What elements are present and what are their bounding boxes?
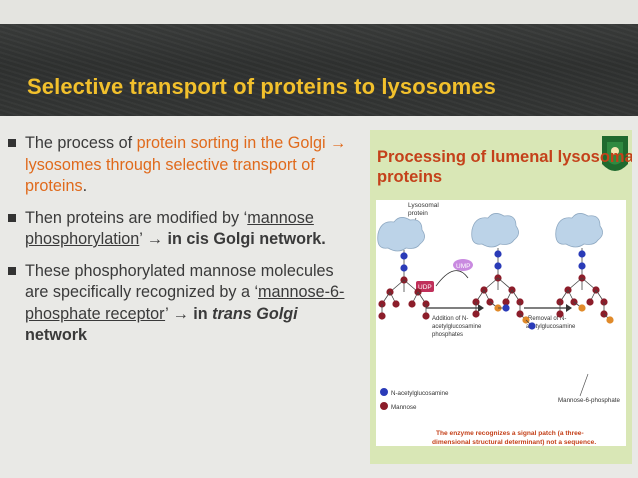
bold-text: network <box>25 326 88 344</box>
mannose-dot <box>422 312 430 320</box>
nacetyl-dot <box>578 262 586 270</box>
ump-label: UMP <box>456 263 470 270</box>
slide-title: Selective transport of proteins to lysos… <box>27 74 496 99</box>
mannose-dot <box>600 298 608 306</box>
removal-text-2: acetylglucosamine <box>526 324 576 330</box>
bullet-text: ’ <box>165 304 173 323</box>
legend-nacetyl: N-acetylglucosamine <box>391 390 449 397</box>
udp-label: UDP <box>418 284 432 291</box>
addition-text-1: Addition of N- <box>432 316 468 322</box>
bullet-item: Then proteins are modified by ‘mannose p… <box>8 208 360 251</box>
mannose-dot <box>472 310 480 318</box>
square-bullet-icon <box>8 213 16 222</box>
bullet-list: The process of protein sorting in the Go… <box>8 133 360 357</box>
phosphate-dot <box>578 304 586 312</box>
addition-text-3: phosphates <box>432 332 463 338</box>
title-bar: Selective transport of proteins to lysos… <box>0 24 638 116</box>
label-protein: protein <box>408 210 428 217</box>
m6p-label: Mannose-6-phosphate <box>558 397 620 404</box>
removal-text-1: Removal of N- <box>528 316 566 322</box>
bold-text: in cis Golgi network. <box>162 230 326 248</box>
mannose-dot <box>556 310 564 318</box>
top-band <box>0 0 638 24</box>
legend-mannose-dot <box>380 402 388 410</box>
mannose-dot <box>592 286 600 294</box>
mannose-dot <box>556 298 564 306</box>
mannose-dot <box>414 288 422 296</box>
figure-svg: Processing of lumenal lysosomal proteins… <box>376 136 632 446</box>
mannose-dot <box>386 288 394 296</box>
nacetyl-dot <box>400 252 408 260</box>
legend-mannose: Mannose <box>391 404 417 411</box>
glycan-trees <box>378 248 614 330</box>
mannose-dot <box>378 300 386 308</box>
nacetyl-dot <box>528 322 536 330</box>
underlined-term: mannose phosphorylation <box>25 208 314 249</box>
nacetyl-dot <box>578 250 586 258</box>
highlight-text: lysosomes through selective transport of… <box>25 155 315 196</box>
phosphate-dot <box>606 316 614 324</box>
mannose-dot <box>378 312 386 320</box>
label-lysosomal: Lysosomal <box>408 202 439 209</box>
ump-badge <box>453 259 473 271</box>
highlight-text: protein sorting in the Golgi <box>136 134 326 152</box>
mannose-dot <box>422 300 430 308</box>
lysosomal-processing-figure: Processing of lumenal lysosomal proteins… <box>370 130 632 464</box>
mannose-dot <box>408 300 416 308</box>
addition-text-2: acetylglucosamine <box>432 324 482 330</box>
figure-title-line2: proteins <box>377 168 442 186</box>
underlined-term: mannose-6-phosphate receptor <box>25 283 345 323</box>
figure-title-line1: Processing of lumenal lysosomal <box>377 148 632 166</box>
arrow-icon: → <box>330 134 347 152</box>
bullet-text: . <box>82 177 88 195</box>
square-bullet-icon <box>8 266 16 275</box>
nacetyl-dot <box>494 262 502 270</box>
mannose-dot <box>586 298 594 306</box>
bullet-text: ’ <box>139 230 147 248</box>
protein-shapes <box>377 213 603 252</box>
bullet-text: The process of <box>25 134 137 152</box>
caption-line2: dimensional structural determinant) not … <box>432 439 596 446</box>
bold-italic-text: trans Golgi <box>212 304 298 323</box>
nacetyl-dot <box>400 264 408 272</box>
nacetyl-dot <box>494 250 502 258</box>
bold-text: in <box>188 304 213 323</box>
university-logo-icon <box>602 136 628 171</box>
mannose-dot <box>472 298 480 306</box>
bullet-text: These phosphorylated mannose molecules a… <box>25 261 334 302</box>
bullet-text: Then proteins are modified by ‘ <box>25 208 248 227</box>
nacetyl-dot <box>502 304 510 312</box>
mannose-dot <box>564 286 572 294</box>
mannose-dot <box>502 298 510 306</box>
udp-badge <box>416 281 434 292</box>
legend-nacetyl-dot <box>380 388 388 396</box>
bullet-item: These phosphorylated mannose molecules a… <box>8 261 360 347</box>
caption-line1: The enzyme recognizes a signal patch (a … <box>436 430 584 437</box>
arrow-icon: → <box>172 304 189 323</box>
arrow-icon: → <box>146 230 163 248</box>
mannose-dot <box>508 286 516 294</box>
mannose-dot <box>516 298 524 306</box>
mannose-dot <box>480 286 488 294</box>
square-bullet-icon <box>8 139 16 147</box>
bullet-item: The process of protein sorting in the Go… <box>8 133 360 198</box>
mannose-dot <box>392 300 400 308</box>
